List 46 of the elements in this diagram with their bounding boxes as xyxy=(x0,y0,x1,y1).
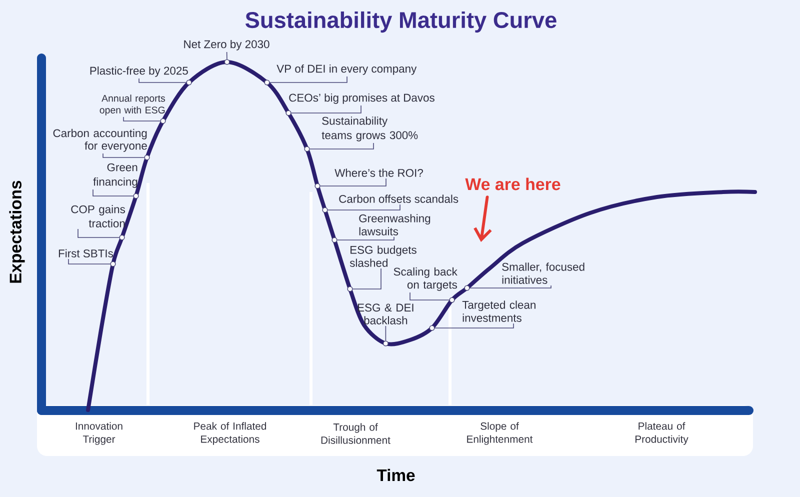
leader-line xyxy=(290,105,362,114)
annotation-label: Carbon offsets scandals xyxy=(339,194,458,203)
leader-line xyxy=(269,76,348,83)
leader-line xyxy=(320,178,386,186)
leader-line xyxy=(410,292,450,300)
annotation-label: VP of DEI in every company xyxy=(276,64,417,75)
annotation-label: Where’s the ROI? xyxy=(334,168,423,177)
annotation-label: Targeted clean investments xyxy=(462,300,536,322)
leader-line xyxy=(327,204,400,210)
annotation-label: Greenwashing lawsuits xyxy=(359,214,430,236)
annotation-label: Annual reports open with ESG xyxy=(100,94,166,116)
leader-line xyxy=(138,78,187,83)
annotation-label: Scaling back on targets xyxy=(394,267,458,291)
leader-line xyxy=(92,189,134,196)
leader-line xyxy=(336,236,394,240)
axis-title: Time xyxy=(376,468,415,482)
leader-line xyxy=(309,142,374,150)
annotation-label: CEOs’ big promises at Davos xyxy=(289,93,434,104)
arrow xyxy=(474,196,492,242)
annotation-label: Plastic-free by 2025 xyxy=(90,66,188,77)
leader-line xyxy=(123,116,161,122)
axis-title: Expectations xyxy=(9,180,25,283)
annotation-label: Green financing xyxy=(93,163,138,188)
leader-line xyxy=(78,228,120,238)
annotation-label: ESG budgets slashed xyxy=(350,246,416,267)
phase-label: Plateau of Productivity xyxy=(635,422,688,445)
leader-line xyxy=(385,326,386,342)
leader-line xyxy=(68,258,111,264)
leader-line xyxy=(102,153,145,158)
annotation-label: Sustainability teams grows 300% xyxy=(322,116,418,142)
callout-label: We are here xyxy=(465,178,560,190)
phase-label: Slope of Enlightenment xyxy=(467,422,533,445)
phase-label: Innovation Trigger xyxy=(76,422,122,445)
annotation-label: Net Zero by 2030 xyxy=(184,40,270,50)
leader-line xyxy=(352,268,382,290)
leader-line xyxy=(469,285,552,288)
leader-line xyxy=(226,52,228,60)
phase-label: Peak of Inflated Expectations xyxy=(194,422,266,445)
chart-title: Sustainability Maturity Curve xyxy=(245,11,556,33)
annotation-label: ESG & DEI backlash xyxy=(358,304,414,324)
phase-label: Trough of Disillusionment xyxy=(321,423,390,444)
leader-line xyxy=(434,323,514,328)
annotation-label: COP gains traction xyxy=(71,205,125,228)
annotation-label: Carbon accounting for everyone xyxy=(53,128,147,152)
annotation-label: Smaller, focused initiatives xyxy=(502,262,584,284)
annotation-label: First SBTIs xyxy=(58,249,113,258)
